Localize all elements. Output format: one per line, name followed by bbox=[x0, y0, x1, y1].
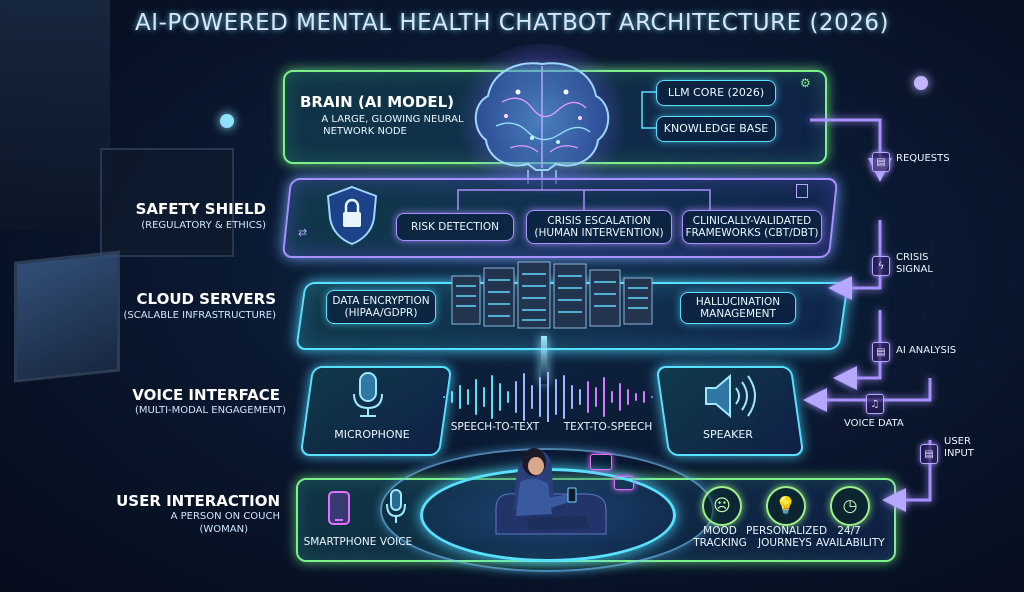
requests-doc-icon: ▤ bbox=[872, 152, 890, 172]
brain-to-safety-connectors bbox=[457, 189, 711, 210]
crisis-bolt-icon: ϟ bbox=[872, 256, 890, 276]
crisis-signal-line-2: SIGNAL bbox=[896, 264, 933, 275]
document-icon bbox=[796, 184, 808, 198]
background-window bbox=[0, 0, 110, 230]
brain-icon bbox=[474, 62, 610, 190]
voice-subtitle: (MULTI-MODAL ENGAGEMENT) bbox=[134, 405, 286, 416]
flow-small-icon: ⇄ bbox=[298, 226, 308, 239]
lightbulb-icon[interactable]: 💡 bbox=[766, 486, 806, 526]
requests-label: REQUESTS bbox=[896, 153, 950, 164]
crisis-escalation-box: CRISIS ESCALATION (HUMAN INTERVENTION) bbox=[526, 210, 672, 244]
sound-wave bbox=[443, 372, 653, 422]
network-node-left bbox=[220, 114, 234, 128]
user-input-line-1: USER bbox=[944, 436, 971, 447]
cloud-title: CLOUD SERVERS bbox=[136, 290, 276, 308]
clinical-frameworks-line-2: FRAMEWORKS (CBT/DBT) bbox=[685, 227, 819, 239]
personalized-journeys-line-1: PERSONALIZED bbox=[746, 525, 828, 537]
llm-knowledge-connector bbox=[641, 91, 656, 129]
crisis-escalation-line-1: CRISIS ESCALATION bbox=[547, 215, 651, 227]
smartphone-label: SMARTPHONE bbox=[303, 536, 377, 548]
brain-subtitle-line-2: NETWORK NODE bbox=[323, 126, 407, 137]
text-to-speech-label: TEXT-TO-SPEECH bbox=[563, 421, 653, 433]
central-light-beam bbox=[541, 336, 547, 384]
smartphone-icon[interactable] bbox=[326, 490, 352, 526]
microphone-label: MICROPHONE bbox=[334, 428, 410, 441]
brain-subtitle-line-1: A LARGE, GLOWING NEURAL bbox=[321, 114, 464, 125]
clock-icon[interactable]: ◷ bbox=[830, 486, 870, 526]
availability-line-2: AVAILABILITY bbox=[816, 537, 885, 549]
woman-on-couch-figure bbox=[495, 448, 607, 535]
chat-bubble-icon-2 bbox=[614, 476, 634, 490]
user-title: USER INTERACTION bbox=[116, 492, 280, 510]
brain-title: BRAIN (AI MODEL) bbox=[300, 93, 455, 111]
speaker-icon bbox=[705, 373, 756, 419]
microphone-icon bbox=[353, 372, 383, 417]
speech-to-text-label: SPEECH-TO-TEXT bbox=[450, 421, 540, 433]
personalized-journeys-line-2: JOURNEYS bbox=[758, 537, 812, 549]
speaker-label: SPEAKER bbox=[703, 428, 753, 441]
llm-core-box: LLM CORE (2026) bbox=[656, 80, 776, 106]
user-subtitle-line-2: (WOMAN) bbox=[199, 524, 248, 535]
availability-line-1: 24/7 bbox=[837, 525, 861, 537]
knowledge-base-box: KNOWLEDGE BASE bbox=[656, 116, 776, 142]
clinical-frameworks-box: CLINICALLY-VALIDATED FRAMEWORKS (CBT/DBT… bbox=[682, 210, 822, 244]
hallucination-line-2: MANAGEMENT bbox=[700, 308, 776, 320]
safety-subtitle: (REGULATORY & ETHICS) bbox=[141, 220, 266, 231]
hallucination-management-box: HALLUCINATION MANAGEMENT bbox=[680, 292, 796, 324]
page-title: AI-POWERED MENTAL HEALTH CHATBOT ARCHITE… bbox=[135, 10, 889, 36]
user-input-doc-icon: ▤ bbox=[920, 444, 938, 464]
hallucination-line-1: HALLUCINATION bbox=[695, 296, 781, 308]
server-racks-icon bbox=[451, 261, 653, 329]
cloud-subtitle: (SCALABLE INFRASTRUCTURE) bbox=[123, 310, 276, 321]
network-node-right bbox=[914, 76, 928, 90]
safety-title: SAFETY SHIELD bbox=[135, 200, 266, 218]
ai-analysis-label: AI ANALYSIS bbox=[896, 345, 957, 356]
data-encryption-line-1: DATA ENCRYPTION bbox=[332, 295, 430, 307]
shield-lock-icon bbox=[326, 185, 378, 246]
voice-data-icon: ♫ bbox=[866, 394, 884, 414]
chat-bubble-icon bbox=[590, 454, 612, 470]
voice-mic-icon[interactable] bbox=[384, 488, 408, 526]
data-encryption-line-2: (HIPAA/GDPR) bbox=[344, 307, 418, 319]
voice-title: VOICE INTERFACE bbox=[132, 386, 280, 404]
data-encryption-box: DATA ENCRYPTION (HIPAA/GDPR) bbox=[326, 290, 436, 324]
crisis-escalation-line-2: (HUMAN INTERVENTION) bbox=[534, 227, 664, 239]
mood-tracking-line-2: TRACKING bbox=[693, 537, 747, 549]
user-subtitle-line-1: A PERSON ON COUCH bbox=[170, 511, 280, 522]
voice-label: VOICE bbox=[379, 536, 413, 548]
mood-face-icon[interactable]: ☹ bbox=[702, 486, 742, 526]
clinical-frameworks-line-1: CLINICALLY-VALIDATED bbox=[692, 215, 812, 227]
gear-icon: ⚙ bbox=[800, 76, 811, 90]
mood-tracking-line-1: MOOD bbox=[703, 525, 737, 537]
user-input-line-2: INPUT bbox=[944, 448, 974, 459]
ai-analysis-doc-icon: ▤ bbox=[872, 342, 890, 362]
crisis-signal-line-1: CRISIS bbox=[896, 252, 929, 263]
voice-data-label: VOICE DATA bbox=[844, 418, 904, 429]
background-monitor bbox=[100, 148, 234, 257]
risk-detection-box: RISK DETECTION bbox=[396, 213, 514, 241]
